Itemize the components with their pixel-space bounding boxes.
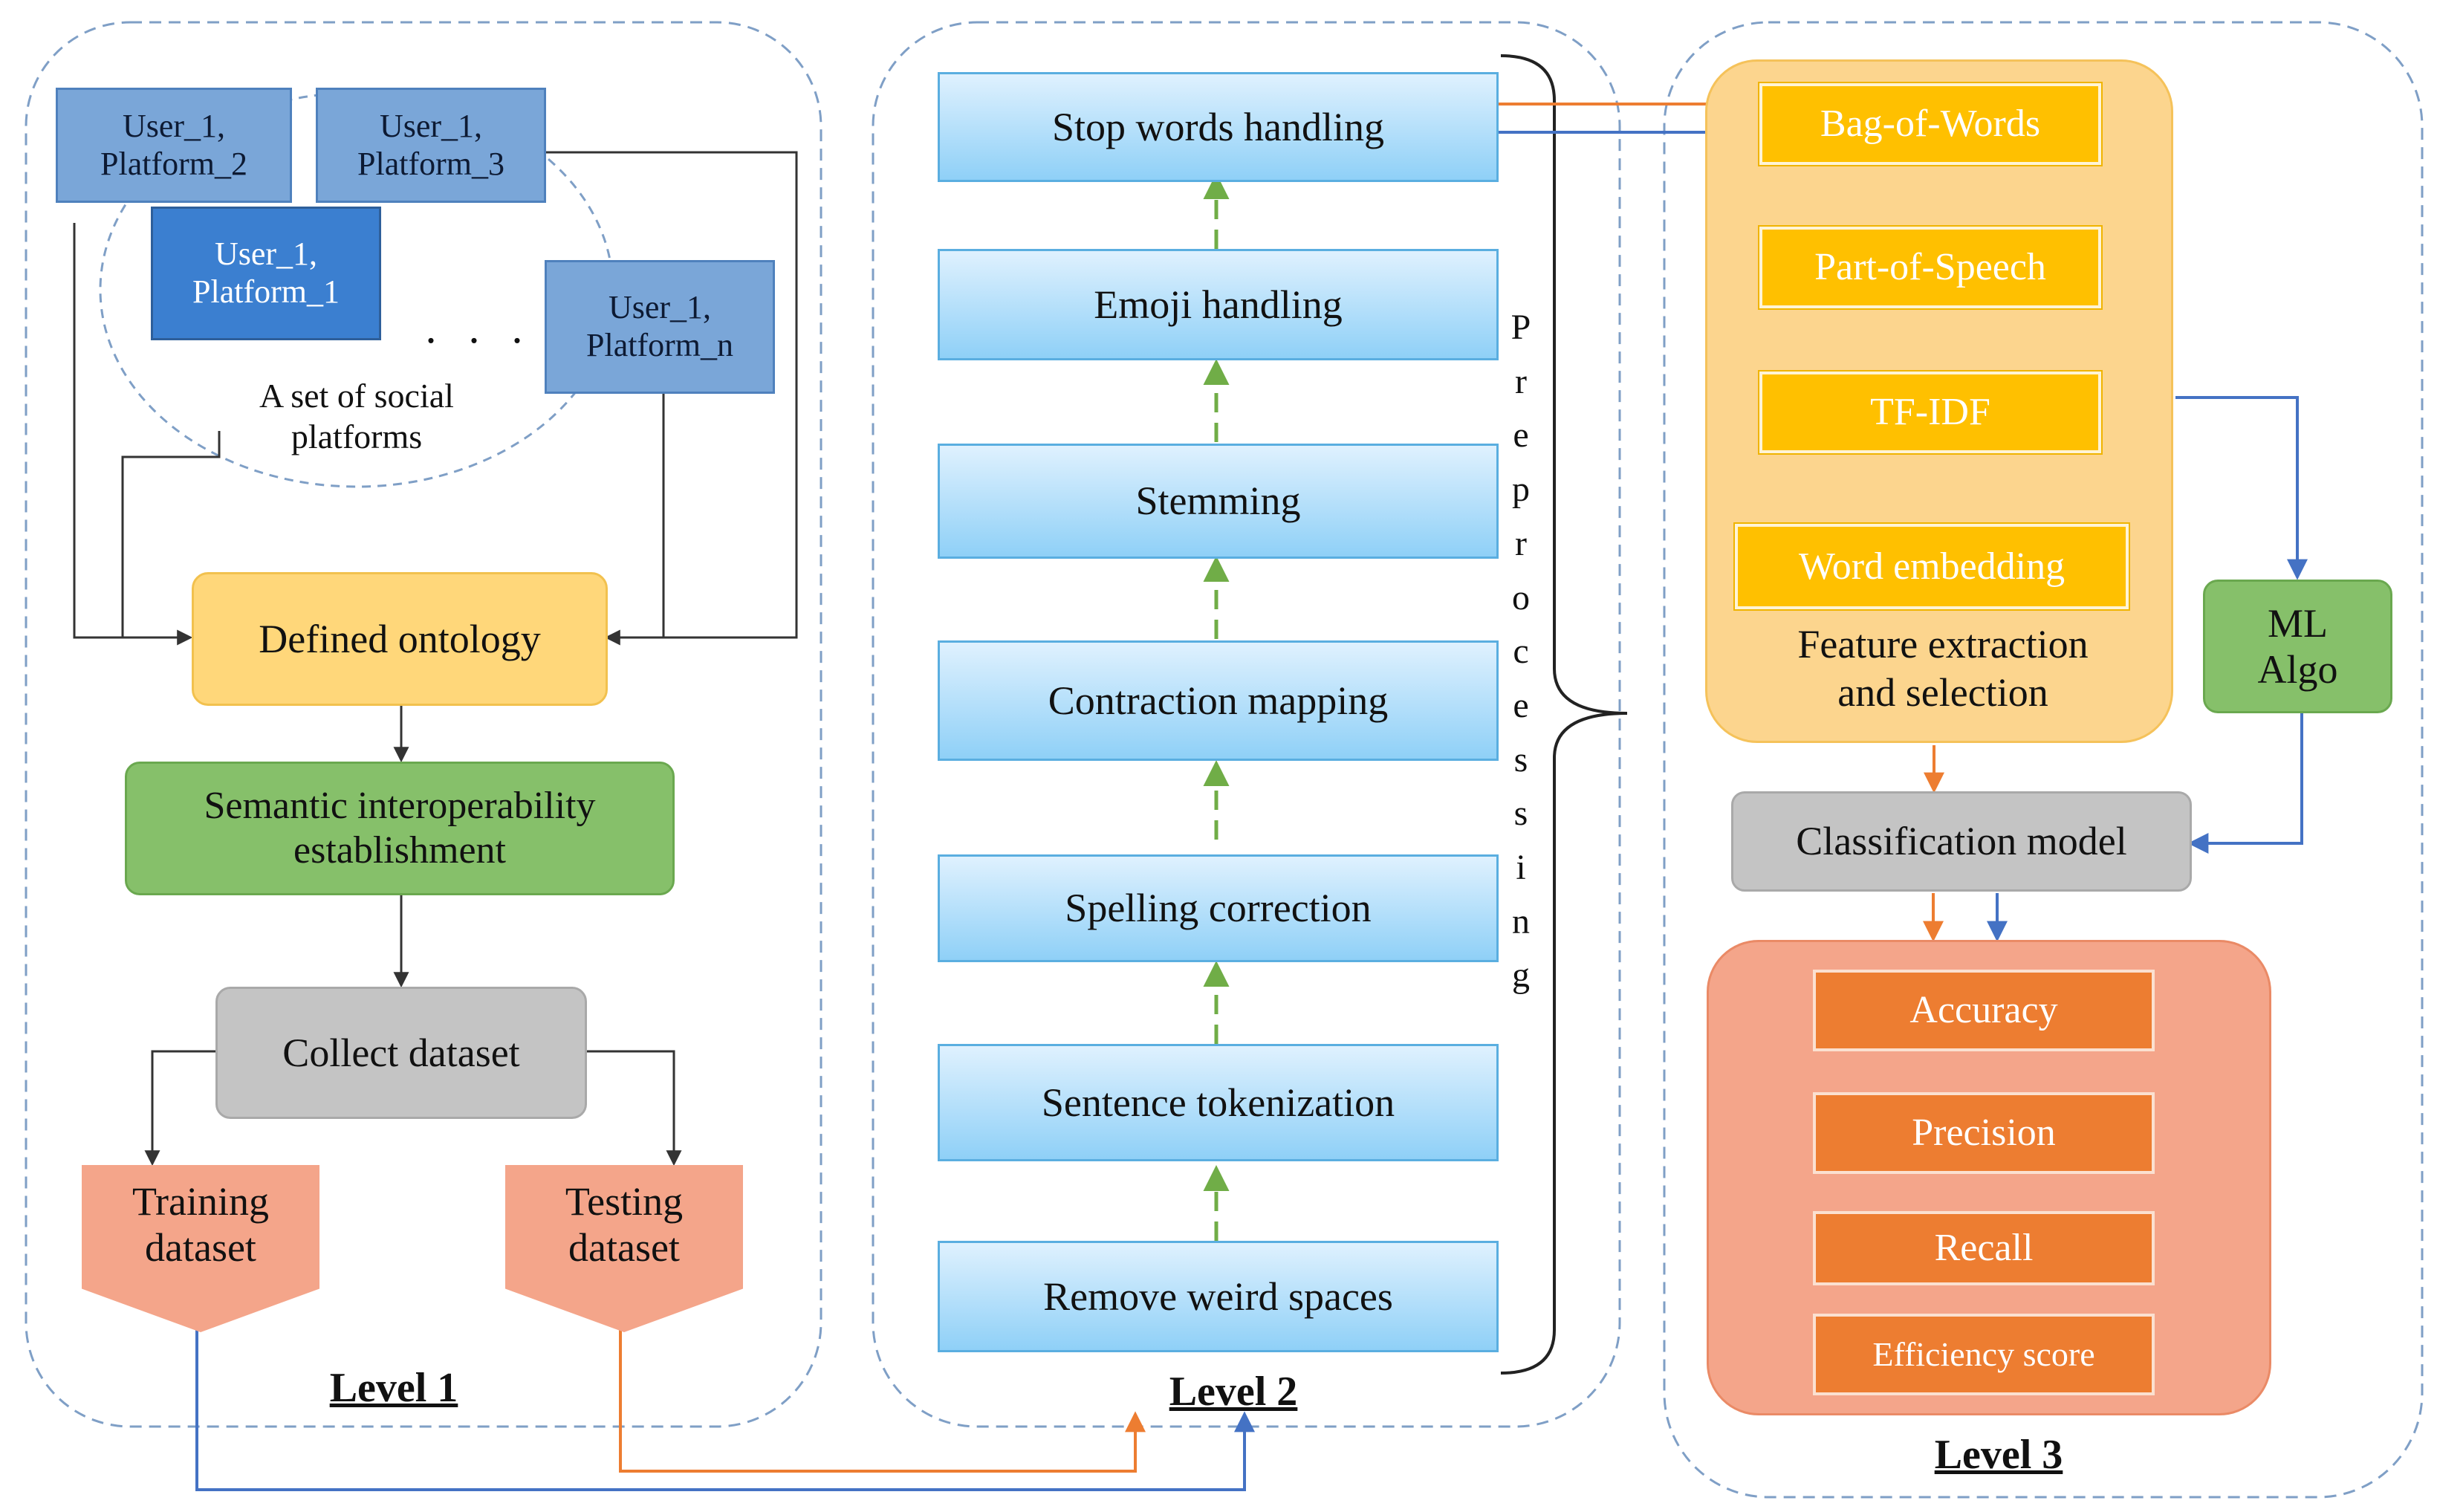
preprocessing-letter: s xyxy=(1513,794,1528,834)
connector-collect-to-testing xyxy=(587,1050,682,1167)
step-weird-spaces: Remove weird spaces xyxy=(938,1241,1499,1352)
level3-label: Level 3 xyxy=(1934,1432,2063,1478)
classification-model-box: Classification model xyxy=(1731,791,2192,892)
preprocessing-letter: n xyxy=(1512,901,1530,941)
ml-algo-box: ML Algo xyxy=(2203,580,2392,713)
step-tokenization: Sentence tokenization xyxy=(938,1044,1499,1161)
connector-user2-to-ontology xyxy=(73,223,193,646)
preprocessing-letter: c xyxy=(1513,632,1529,672)
level2-label: Level 2 xyxy=(1169,1369,1298,1415)
step-contraction: Contraction mapping xyxy=(938,640,1499,761)
feature-word-embedding: Word embedding xyxy=(1735,524,2129,609)
step-stop-words: Stop words handling xyxy=(938,72,1499,182)
step-spelling: Spelling correction xyxy=(938,854,1499,962)
connector-user1-to-ontology xyxy=(121,431,221,637)
preprocessing-letter: i xyxy=(1516,848,1526,888)
metric-efficiency-score: Efficiency score xyxy=(1813,1314,2155,1395)
preprocessing-letter: g xyxy=(1512,955,1530,996)
step-stemming: Stemming xyxy=(938,444,1499,559)
feature-part-of-speech: Part-of-Speech xyxy=(1759,227,2101,308)
user-platform-2-box: User_1, Platform_2 xyxy=(56,88,292,203)
semantic-interoperability-box: Semantic interoperability establishment xyxy=(125,762,675,895)
arrow-testing-to-level2 xyxy=(619,1330,1146,1473)
metric-recall: Recall xyxy=(1813,1211,2155,1285)
preprocessing-letter: s xyxy=(1513,739,1528,779)
preprocessing-brace xyxy=(1500,54,1628,1375)
arrow-ml-to-classification xyxy=(2187,713,2303,854)
arrow-tfidf-to-ml xyxy=(2175,396,2308,580)
preprocessing-letter: p xyxy=(1512,470,1530,510)
level2-panel xyxy=(872,21,1621,1428)
user-platform-n-box: User_1, Platform_n xyxy=(545,260,775,394)
preprocessing-letter: P xyxy=(1510,308,1531,347)
feature-extraction-label: Feature extraction and selection xyxy=(1797,622,2089,715)
level3-panel xyxy=(1663,21,2424,1499)
level1-panel xyxy=(25,21,822,1428)
metric-accuracy: Accuracy xyxy=(1813,970,2155,1051)
defined-ontology-box: Defined ontology xyxy=(192,572,608,706)
more-platforms-ellipsis: . . . xyxy=(425,303,533,352)
connector-collect-to-training xyxy=(144,1050,215,1167)
metric-precision: Precision xyxy=(1813,1092,2155,1174)
preprocessing-letter: e xyxy=(1513,685,1529,725)
step-emoji: Emoji handling xyxy=(938,249,1499,360)
user-platform-1-box: User_1, Platform_1 xyxy=(151,207,381,340)
level1-label: Level 1 xyxy=(329,1365,458,1411)
collect-dataset-box: Collect dataset xyxy=(215,987,587,1119)
preprocessing-letter: r xyxy=(1515,523,1527,563)
feature-tf-idf: TF-IDF xyxy=(1759,371,2101,453)
user-platform-3-box: User_1, Platform_3 xyxy=(316,88,546,203)
connector-usern-to-ontology xyxy=(604,394,665,646)
preprocessing-letter: r xyxy=(1515,361,1527,401)
arrow-training-to-level2 xyxy=(195,1330,1255,1491)
feature-bag-of-words: Bag-of-Words xyxy=(1759,83,2101,165)
connector-user3-to-ontology xyxy=(546,151,798,639)
social-platforms-label: A set of social platforms xyxy=(259,377,454,456)
preprocessing-letter: e xyxy=(1513,415,1529,455)
preprocessing-letter: o xyxy=(1512,577,1530,617)
